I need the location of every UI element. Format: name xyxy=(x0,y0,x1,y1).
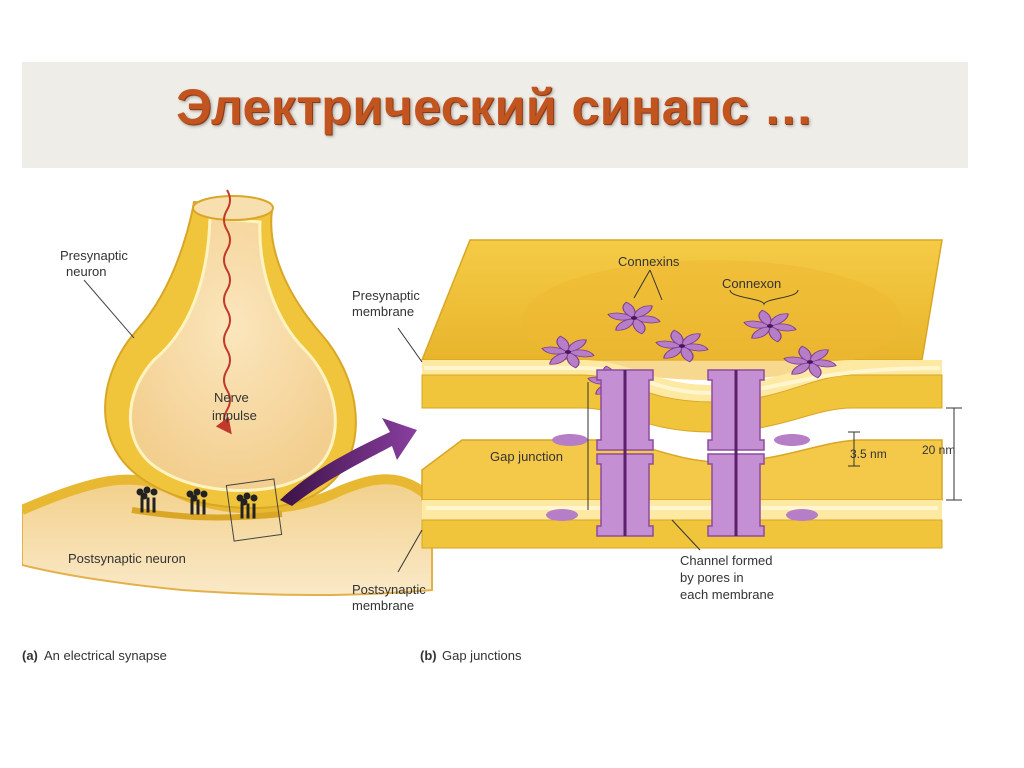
label-connexins: Connexins xyxy=(618,254,680,269)
label-impulse: impulse xyxy=(212,408,257,423)
label-channel-1: Channel formed xyxy=(680,553,773,568)
label-connexon: Connexon xyxy=(722,276,781,291)
connexon-rosette xyxy=(541,335,595,369)
nerve-impulse-arrow xyxy=(215,189,232,435)
synapse-diagram: Presynaptic neuron Nerve impulse Postsyn… xyxy=(20,189,962,663)
panel-a-prefix: (a) xyxy=(22,648,38,663)
connexon-rosette xyxy=(783,345,837,379)
label-presynaptic-neuron-2: neuron xyxy=(66,264,106,279)
connexon-rosette xyxy=(743,309,797,343)
panel-b-prefix: (b) xyxy=(420,648,437,663)
zoom-arrow xyxy=(280,418,417,506)
label-postsynaptic-membrane-1: Postsynaptic xyxy=(352,582,426,597)
connexon-rosette xyxy=(655,329,709,363)
dimension-markers xyxy=(587,382,962,510)
label-presynaptic-neuron-1: Presynaptic xyxy=(60,248,128,263)
title-bar: Электрический синапс … xyxy=(22,62,968,168)
label-presynaptic-membrane-1: Presynaptic xyxy=(352,288,420,303)
label-postsynaptic-membrane-2: membrane xyxy=(352,598,414,613)
gap-junction-icons xyxy=(136,486,258,519)
zoom-region-box xyxy=(225,478,283,542)
label-gap-size: 3.5 nm xyxy=(850,447,887,461)
label-channel-3: each membrane xyxy=(680,587,774,602)
label-gap-junction: Gap junction xyxy=(490,449,563,464)
label-total-size: 20 nm xyxy=(922,443,955,457)
panel-a: Presynaptic neuron Nerve impulse Postsyn… xyxy=(20,189,436,663)
label-postsynaptic-neuron: Postsynaptic neuron xyxy=(68,551,186,566)
gap-junction-channels xyxy=(546,369,818,537)
label-presynaptic-membrane-2: membrane xyxy=(352,304,414,319)
panel-b-caption: Gap junctions xyxy=(442,648,522,663)
figure: Presynaptic neuron Nerve impulse Postsyn… xyxy=(20,170,968,670)
label-channel-2: by pores in xyxy=(680,570,744,585)
slide-title: Электрический синапс … xyxy=(176,79,814,135)
panel-a-caption: An electrical synapse xyxy=(44,648,167,663)
connexon-rosette xyxy=(607,301,661,335)
panel-b: Connexins Connexon Presynaptic membrane … xyxy=(352,239,962,663)
label-nerve: Nerve xyxy=(214,390,249,405)
